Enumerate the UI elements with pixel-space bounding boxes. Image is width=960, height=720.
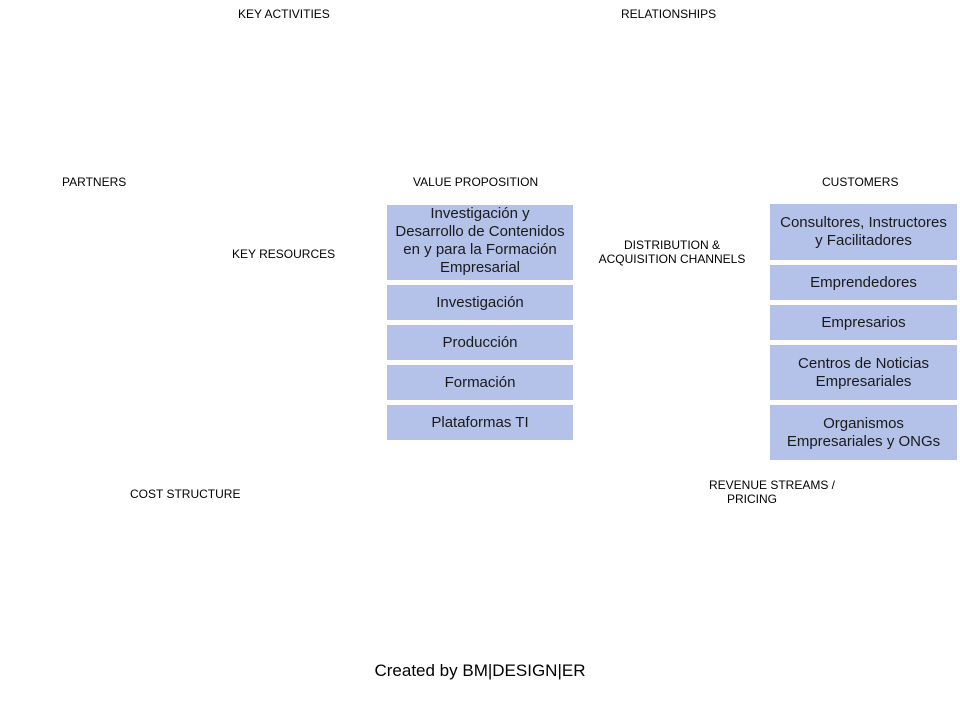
- customer-segment-card[interactable]: Centros de Noticias Empresariales: [770, 345, 957, 400]
- key-resources-label: KEY RESOURCES: [232, 247, 336, 261]
- footer-credit: Created by BM|DESIGN|ER: [374, 661, 586, 680]
- distribution-label-line1: DISTRIBUTION &: [623, 238, 720, 252]
- revenue-label-line2: PRICING: [726, 492, 777, 506]
- customer-segment-card[interactable]: Emprendedores: [770, 265, 957, 300]
- customer-segment-card[interactable]: Empresarios: [770, 305, 957, 340]
- value-proposition-label: VALUE PROPOSITION: [413, 175, 539, 189]
- value-proposition-card[interactable]: Investigación y Desarrollo de Contenidos…: [387, 205, 573, 280]
- distribution-label-line2: ACQUISITION CHANNELS: [598, 252, 746, 266]
- value-proposition-card[interactable]: Producción: [387, 325, 573, 360]
- customers-label: CUSTOMERS: [822, 175, 899, 189]
- value-proposition-card[interactable]: Investigación: [387, 285, 573, 320]
- revenue-label-line1: REVENUE STREAMS /: [708, 478, 836, 492]
- key-activities-label: KEY ACTIVITIES: [238, 7, 330, 21]
- cost-structure-label: COST STRUCTURE: [130, 487, 241, 501]
- partners-label: PARTNERS: [62, 175, 127, 189]
- distribution-channels-label: DISTRIBUTION & ACQUISITION CHANNELS: [586, 238, 758, 266]
- customer-segment-card[interactable]: Organismos Empresariales y ONGs: [770, 405, 957, 460]
- customer-segment-card[interactable]: Consultores, Instructores y Facilitadore…: [770, 204, 957, 260]
- value-proposition-card[interactable]: Plataformas TI: [387, 405, 573, 440]
- value-proposition-card[interactable]: Formación: [387, 365, 573, 400]
- relationships-label: RELATIONSHIPS: [621, 7, 717, 21]
- revenue-streams-label: REVENUE STREAMS / PRICING: [686, 478, 858, 506]
